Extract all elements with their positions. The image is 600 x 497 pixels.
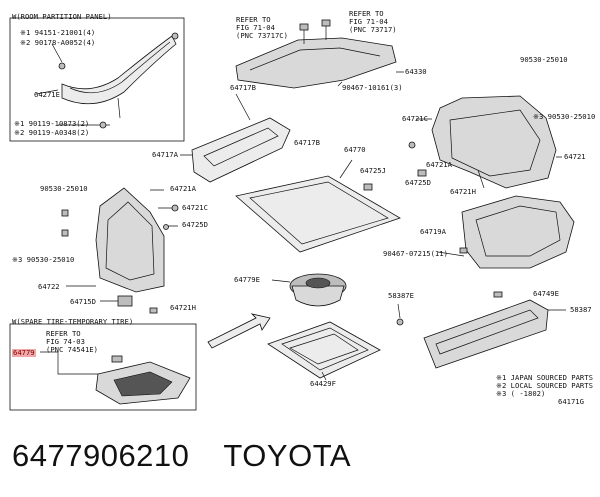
part-label-64717B: 64717B (230, 83, 256, 92)
part-label-64749E: 64749E (533, 289, 559, 298)
part-label-64717A: 64717A (152, 150, 178, 159)
part-label-64717B: 64717B (294, 138, 320, 147)
part-label-64779E: 64779E (234, 275, 260, 284)
ref-label: FIG 71-04 (349, 17, 388, 26)
part-label-90119a: ※1 90119-10873(2) (14, 119, 90, 128)
part-label-64715D: 64715D (70, 297, 96, 306)
part-label-58387: 58387 (570, 305, 592, 314)
part-label-64722: 64722 (38, 282, 60, 291)
part-label-64429F: 64429F (310, 379, 336, 388)
legend-note: ※3 ( -1802) (496, 389, 546, 398)
ref-label: REFER TO (46, 329, 81, 338)
cargo-mat-part (235, 175, 401, 253)
part-label-64725D: 64725D (405, 178, 431, 187)
part-label-64330: 64330 (405, 67, 427, 76)
part-label-90178: ※2 90178-A0052(4) (20, 38, 96, 47)
ref-label: (PNC 74541E) (46, 345, 98, 354)
sill-plate-part (423, 299, 549, 369)
part-label-90467-10161: 90467-10161(3) (342, 83, 403, 92)
trunk-lining-part (461, 195, 575, 269)
ref-label: (PNC 73717) (349, 25, 397, 34)
part-label-90530: 90530-25010 (40, 184, 88, 193)
part-label-64721A: 64721A (170, 184, 196, 193)
part-label-64721H: 64721H (170, 303, 196, 312)
part-label-90530: 90530-25010 (520, 55, 568, 64)
spare-tire-title: W(SPARE TIRE-TEMPORARY TIRE) (12, 317, 134, 326)
room-partition-title: W(ROOM PARTITION PANEL) (12, 12, 112, 21)
part-label-94151: ※1 94151-21001(4) (20, 28, 96, 37)
part-label-64721: 64721 (564, 152, 586, 161)
ref-label: FIG 74-03 (46, 337, 85, 346)
part-number: 6477906210 (12, 438, 190, 473)
right-side-trim-part (431, 95, 557, 189)
diagram-drawing (9, 17, 575, 411)
ref-label: REFER TO (236, 15, 271, 24)
ref-label: FIG 71-04 (236, 23, 275, 32)
part-label-64725J: 64725J (360, 166, 386, 175)
part-label-64725D: 64725D (182, 220, 208, 229)
part-label-64770: 64770 (344, 145, 366, 154)
partition-panel-part (61, 35, 177, 105)
part-label-90530: ※3 90530-25010 (12, 255, 75, 264)
part-label-64719A: 64719A (420, 227, 446, 236)
highlighted-part-label[interactable]: 64779 (12, 348, 36, 357)
ref-label: REFER TO (349, 9, 384, 18)
part-label-64271E: 64271E (34, 90, 60, 99)
part-label-58387E: 58387E (388, 291, 414, 300)
footer-caption: 6477906210 TOYOTA (12, 438, 385, 474)
package-tray-part (235, 37, 397, 89)
part-label-90467-07215: 90467-07215(11) (383, 249, 448, 258)
legend-note: ※1 JAPAN SOURCED PARTS (496, 373, 593, 382)
part-label-90119b: ※2 90119-A0348(2) (14, 128, 90, 137)
part-label-90530: ※3 90530-25010 (533, 112, 596, 121)
room-partition-box (9, 17, 185, 142)
figure-code: 64171G (558, 397, 584, 406)
part-label-64721C: 64721C (402, 114, 428, 123)
brand-name: TOYOTA (223, 438, 352, 473)
spare-tire-box (9, 323, 197, 411)
spare-tire-cover-part (267, 321, 381, 379)
legend-note: ※2 LOCAL SOURCED PARTS (496, 381, 593, 390)
ref-label: (PNC 73717C) (236, 31, 288, 40)
trim-frame-part (191, 117, 291, 183)
part-label-64721H: 64721H (450, 187, 476, 196)
part-label-64721A: 64721A (426, 160, 452, 169)
part-label-64721C: 64721C (182, 203, 208, 212)
left-side-trim-part (95, 187, 165, 293)
